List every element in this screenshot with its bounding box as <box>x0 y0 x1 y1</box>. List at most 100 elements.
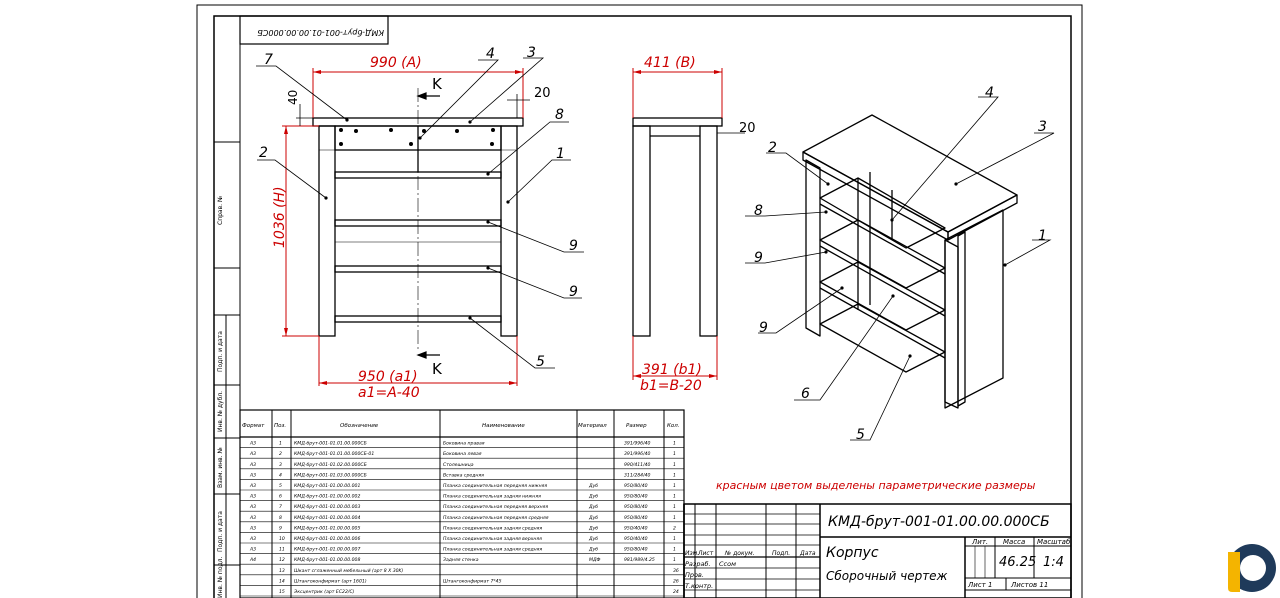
rev-header-list: Лист <box>697 550 714 557</box>
front-callout-2: 2 <box>259 145 268 161</box>
spec-cell: Дуб <box>588 483 598 489</box>
spec-cell: 1 <box>673 494 676 500</box>
title-col-lit: Лит. <box>971 538 988 546</box>
spec-cell: A3 <box>249 494 256 500</box>
side-label-3: Инв. № дубл. <box>217 391 224 432</box>
spec-header-format: Формат <box>242 423 265 429</box>
spec-cell: 10 <box>279 536 285 542</box>
logo-yellow-bar <box>1228 552 1240 592</box>
spec-header-designation: Обозначение <box>340 423 379 429</box>
front-holes <box>339 128 495 146</box>
spec-cell: КМД-брут-001-01.01.00.000СБ-01 <box>294 451 374 457</box>
spec-cell: Планка соединительная задняя средняя <box>443 547 542 553</box>
spec-cell: 13 <box>279 568 285 574</box>
spec-cell: 950/80/40 <box>624 494 648 500</box>
spec-cell: 1 <box>673 536 676 542</box>
spec-table: Формат Поз. Обозначение Наименование Мат… <box>239 409 685 598</box>
section-label-top: K <box>432 75 443 93</box>
spec-cell: 1 <box>279 441 282 447</box>
iso-callout-6: 6 <box>801 386 810 402</box>
dim-height: 1036 (H) <box>272 186 288 248</box>
spec-cell: Задняя стенка <box>443 557 479 563</box>
spec-cell: 12 <box>279 557 285 563</box>
spec-cell: 950/80/40 <box>624 483 648 489</box>
spec-cell: Дуб <box>588 504 598 510</box>
top-stamp-code: КМД-брут-001-01.00.00.000СБ <box>257 28 384 37</box>
spec-cell: Вставка средняя <box>443 472 484 478</box>
front-callout-1: 1 <box>556 146 565 162</box>
brand-logo <box>1228 544 1276 592</box>
spec-cell: Шкант сглаженный мебельный (арт 8 X 30K) <box>294 568 404 574</box>
iso-leaders <box>745 96 1055 441</box>
spec-cell: КМД-брут-001-01.00.00.001 <box>294 483 360 489</box>
side-label-6: Инв. № подл. <box>217 557 224 598</box>
dim-overhang: 20 <box>534 86 551 101</box>
spec-cell: 1 <box>673 451 676 457</box>
spec-cell: 1 <box>673 515 676 521</box>
spec-cell: КМД-брут-001-01.00.00.008 <box>294 557 360 563</box>
dim-top-thickness: 40 <box>286 90 300 105</box>
side-label-5: Подп. и дата <box>217 511 224 552</box>
row-label-checker: Пров. <box>685 571 704 579</box>
side-view <box>632 117 723 337</box>
spec-cell: КМД-брут-001-01.00.00.003 <box>294 504 360 510</box>
spec-cell: 1 <box>673 462 676 468</box>
side-dim-arrows <box>633 70 722 378</box>
front-small-dims <box>296 94 530 126</box>
iso-callout-9b: 9 <box>759 320 768 336</box>
spec-header-pos: Поз. <box>274 423 286 429</box>
title-scale: 1:4 <box>1043 555 1064 570</box>
iso-dots <box>824 182 1007 358</box>
row-label-tcontrol: Т.контр. <box>685 582 713 590</box>
spec-cell: Эксцентрик (арт EC22/C) <box>293 589 355 595</box>
front-dim-arrows <box>284 70 523 385</box>
spec-cell: КМД-брут-001-01.00.00.002 <box>294 494 360 500</box>
title-doc-type: Сборочный чертеж <box>826 569 948 583</box>
spec-cell: 990/411/40 <box>624 462 651 468</box>
iso-callout-1: 1 <box>1038 228 1047 244</box>
side-label-4: Взам. инв. № <box>217 447 224 488</box>
iso-callout-3: 3 <box>1038 119 1047 135</box>
front-callout-9a: 9 <box>569 238 578 254</box>
dim-depth-top: 411 (B) <box>644 55 696 71</box>
side-strip <box>214 16 241 598</box>
title-sheet: Лист 1 <box>967 581 992 589</box>
spec-cell: 11 <box>279 547 285 553</box>
dim-depth-formula: b1=B-20 <box>640 378 702 394</box>
spec-cell: 391/996/40 <box>624 451 651 457</box>
spec-cell: 1 <box>673 557 676 563</box>
spec-cell: Дуб <box>588 494 598 500</box>
spec-cell: Дуб <box>588 536 598 542</box>
title-col-scale: Масштаб <box>1037 538 1071 546</box>
iso-callout-4: 4 <box>985 85 994 101</box>
dim-width-formula: a1=A-40 <box>358 385 420 401</box>
front-leaders <box>256 57 584 369</box>
side-dimensions <box>632 68 723 380</box>
iso-view <box>802 114 1018 409</box>
spec-cell: 391/996/40 <box>624 441 651 447</box>
spec-cell: Дуб <box>588 525 598 531</box>
spec-cell: 36 <box>673 568 679 574</box>
title-block <box>683 503 1072 598</box>
spec-cell: Планка соединительная передняя средняя <box>443 515 549 521</box>
spec-header-size: Размер <box>626 423 647 429</box>
front-callout-5: 5 <box>536 354 545 370</box>
spec-cell: 1 <box>673 441 676 447</box>
iso-callout-9a: 9 <box>754 250 763 266</box>
front-callout-8: 8 <box>555 107 564 123</box>
title-col-mass: Масса <box>1003 538 1025 546</box>
spec-cell: КМД-брут-001-01.00.00.004 <box>294 515 360 521</box>
rev-header-sign: Подп. <box>772 550 790 557</box>
spec-cell: 24 <box>673 589 679 595</box>
spec-cell: A3 <box>249 504 256 510</box>
spec-cell: Штангоконфирмат 7*45 <box>443 578 502 584</box>
top-stamp-box <box>239 15 389 45</box>
spec-header-material: Материал <box>578 423 607 429</box>
spec-cell: КМД-брут-001-01.02.00.000СБ <box>294 462 367 468</box>
dim-width-top: 990 (A) <box>370 55 422 71</box>
spec-cell: 1 <box>673 483 676 489</box>
spec-cell: A3 <box>249 462 256 468</box>
spec-cell: 7 <box>279 504 282 510</box>
title-sheets: Листов 11 <box>1010 581 1048 589</box>
spec-cell: 950/40/40 <box>624 536 648 542</box>
